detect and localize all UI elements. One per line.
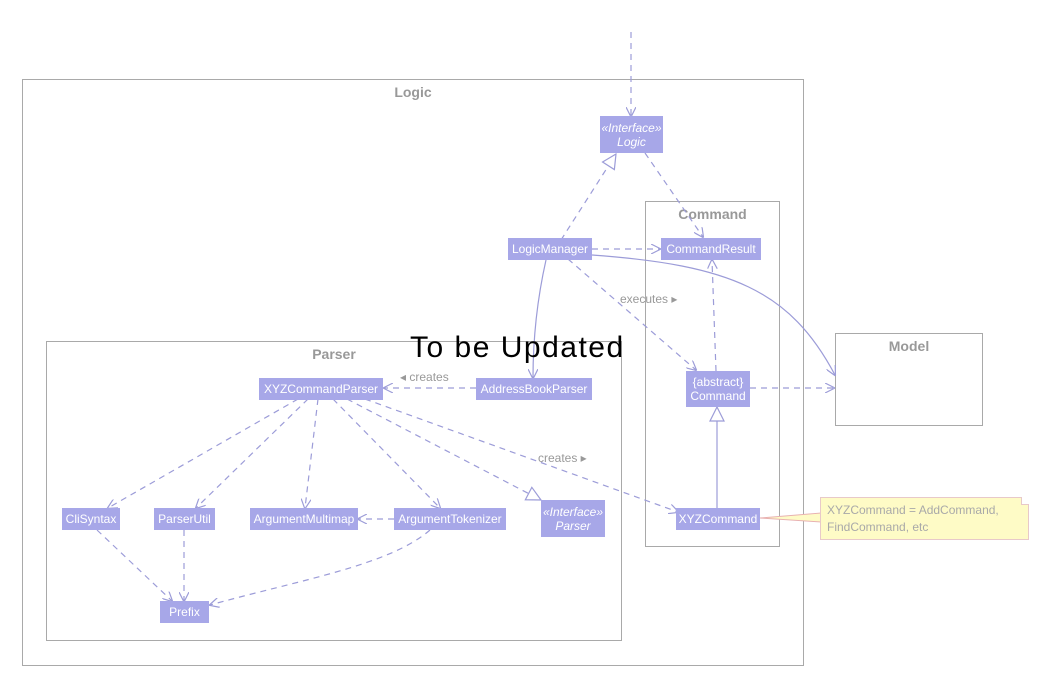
- package-command: Command: [645, 201, 780, 547]
- edge-clisyntax-to-prefix: [96, 529, 172, 601]
- edge-logicmanager-to-addressbookparser: [533, 259, 547, 378]
- edge-logicmanager-to-model: [591, 254, 835, 375]
- edge-xyzparser-creates-xyzcommand: [364, 398, 678, 512]
- parser-interface-node: «Interface» Parser: [541, 500, 605, 537]
- package-parser-title: Parser: [312, 346, 356, 362]
- package-logic-title: Logic: [394, 84, 432, 100]
- note-line-2: FindCommand, etc: [827, 520, 929, 534]
- package-model-title: Model: [888, 338, 930, 354]
- edge-xyzparser-to-parserutil: [196, 398, 309, 508]
- clisyntax-node: CliSyntax: [62, 508, 120, 530]
- logic-interface-node: «Interface» Logic: [600, 116, 663, 153]
- edge-xyzparser-to-clisyntax: [108, 398, 299, 508]
- edge-xyzparser-to-argumentmultimap: [305, 398, 319, 508]
- edge-command-to-commandresult: [712, 260, 716, 372]
- note-fold-corner: [1021, 497, 1029, 505]
- package-parser: Parser: [46, 341, 622, 641]
- parser-interface-name: Parser: [555, 518, 591, 533]
- edge-tokenizer-to-prefix: [210, 529, 431, 605]
- edge-xyzparser-realizes-parser: [346, 398, 541, 500]
- label-creates-right: creates ▸: [538, 451, 587, 465]
- edge-logic-to-commandresult: [644, 152, 703, 237]
- abstract-command-name: Command: [690, 389, 746, 403]
- parserutil-node: ParserUtil: [154, 508, 215, 530]
- label-creates-left: ◂ creates: [400, 370, 449, 384]
- logic-interface-stereotype: «Interface»: [601, 120, 662, 135]
- logicmanager-node: LogicManager: [508, 238, 592, 260]
- abstract-command-node: {abstract} Command: [686, 371, 750, 407]
- abstract-command-modifier: {abstract}: [692, 375, 744, 389]
- xyzcommandparser-node: XYZCommandParser: [259, 378, 383, 400]
- edge-xyzparser-to-argumenttokenizer: [332, 398, 440, 508]
- to-be-updated-banner: To be Updated: [410, 331, 625, 364]
- logic-interface-name: Logic: [617, 134, 646, 149]
- parser-interface-stereotype: «Interface»: [542, 504, 604, 519]
- note-line-1: XYZCommand = AddCommand,: [827, 503, 999, 517]
- package-logic: Logic: [22, 79, 804, 666]
- label-executes: executes ▸: [620, 292, 678, 306]
- argumenttokenizer-node: ArgumentTokenizer: [394, 508, 506, 530]
- addressbookparser-node: AddressBookParser: [476, 378, 592, 400]
- prefix-node: Prefix: [160, 601, 209, 623]
- package-model: Model: [835, 333, 983, 426]
- argumentmultimap-node: ArgumentMultimap: [250, 508, 358, 530]
- note-xyzcommand: XYZCommand = AddCommand, FindCommand, et…: [820, 497, 1029, 540]
- note-connector: [759, 512, 822, 523]
- xyzcommand-node: XYZCommand: [676, 508, 760, 530]
- package-command-title: Command: [678, 206, 747, 222]
- commandresult-node: CommandResult: [661, 238, 761, 260]
- edge-logicmanager-realizes-logic: [560, 154, 616, 241]
